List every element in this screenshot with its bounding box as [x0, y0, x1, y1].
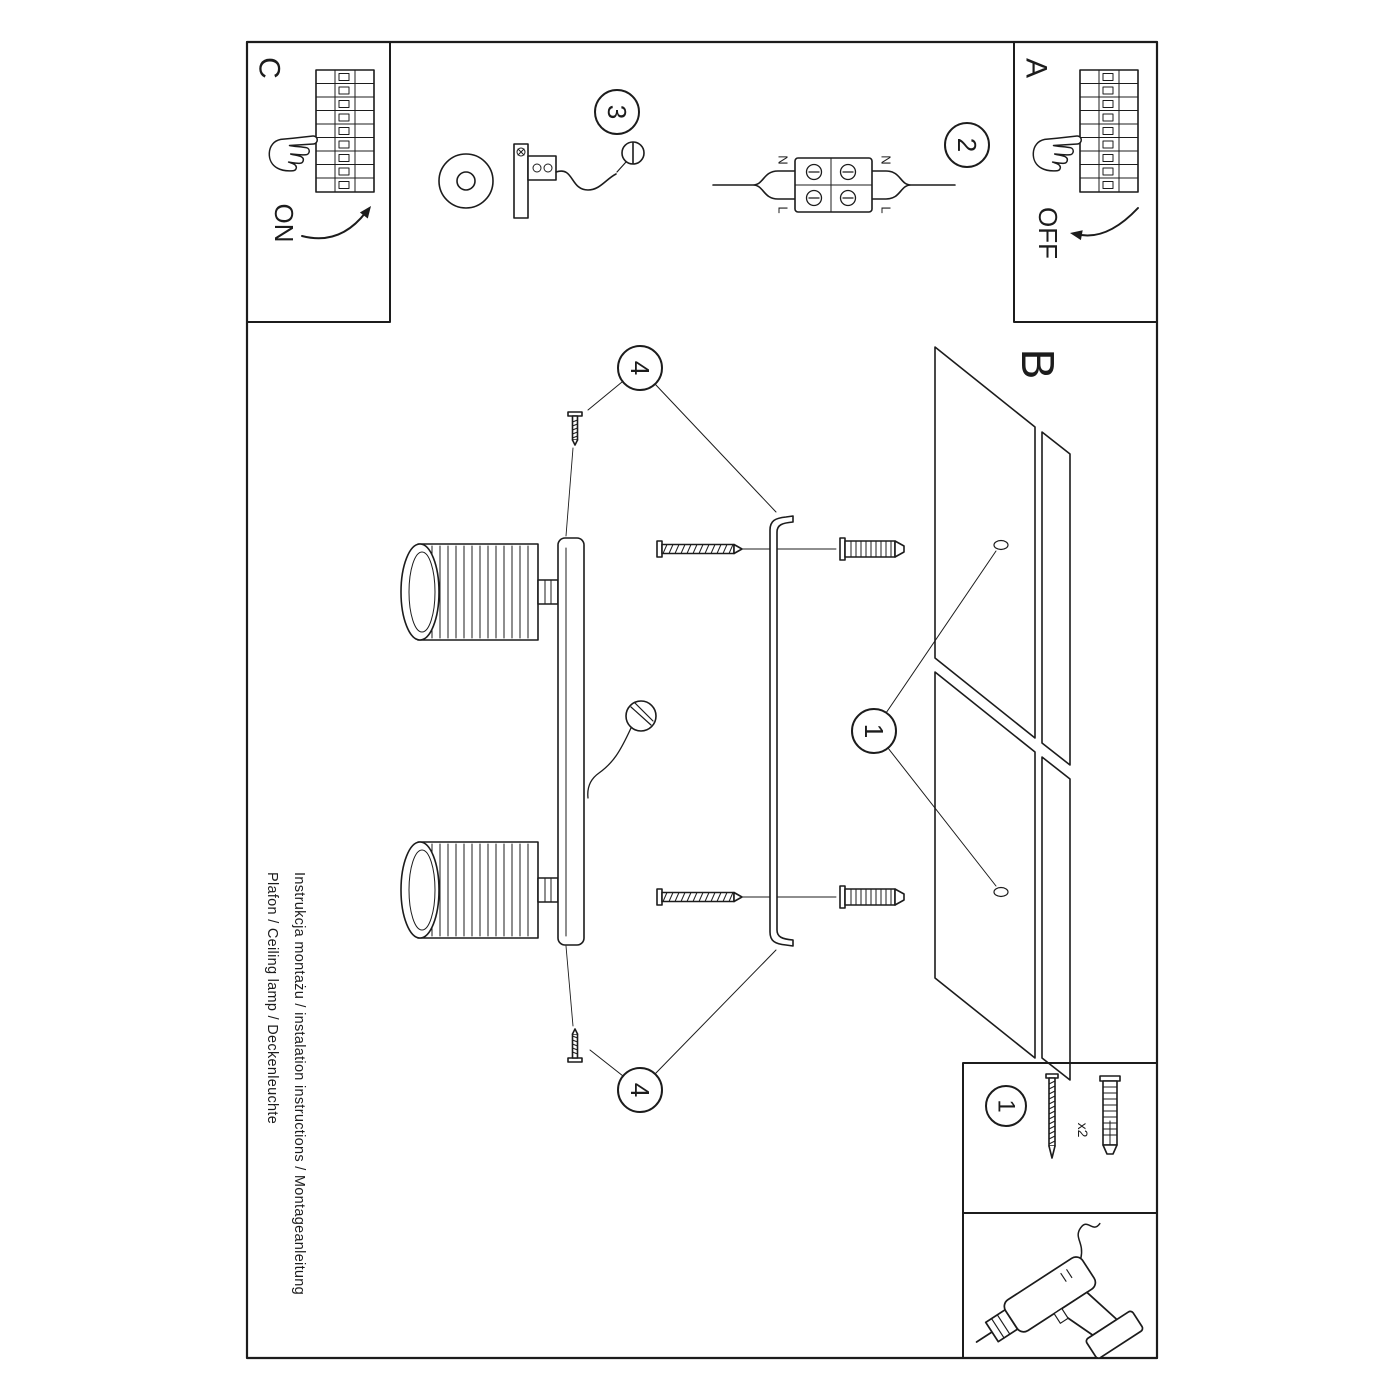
parts-box: 1 x2: [962, 1062, 1158, 1359]
parts-cell: [962, 1062, 1158, 1214]
callout-4-leaders: [587, 381, 777, 1077]
parts-qty-label: x2: [1075, 1123, 1091, 1138]
drill-icon: [975, 1222, 1144, 1359]
mounting-screw-top: [656, 540, 743, 558]
callout-1-parts-number: 1: [993, 1099, 1020, 1112]
callout-4-top-circle: [617, 345, 663, 391]
fixing-screw-top: [567, 411, 583, 446]
wall-plug-top: [839, 537, 905, 561]
callout-1-circle: [851, 708, 897, 754]
screw-axis-lines: [565, 447, 574, 1027]
callout-3-number: 3: [602, 105, 632, 119]
arrow-on-head: [359, 206, 371, 219]
exploded-view: 4 4 1: [400, 345, 1071, 1113]
footer-line-1: Instrukcja montażu / instalation instruc…: [291, 872, 307, 1295]
mounting-plate: [557, 537, 585, 946]
axis-lines: [741, 548, 837, 898]
sheet-border: [245, 40, 1159, 1360]
footer-line-2: Plafon / Ceiling lamp / Deckenleuchte: [264, 872, 280, 1124]
callout-1-parts-circle: [985, 1085, 1027, 1127]
section-c-box: [246, 41, 391, 323]
arrow-on-icon: [301, 211, 367, 240]
lamp-end-view: [438, 143, 617, 219]
section-c-label: C: [253, 57, 286, 79]
lamp-shade-top: [400, 543, 559, 641]
terminal-label-n-left: N: [776, 155, 791, 164]
section-a-label: A: [1020, 58, 1053, 78]
callout-2-number: 2: [952, 138, 982, 152]
section-c: C ON: [246, 41, 391, 323]
callout-4-bottom-number: 4: [625, 1083, 655, 1097]
section-a-box: [1013, 41, 1158, 323]
mounting-screw-bottom: [656, 888, 743, 906]
section-b-label: B: [1012, 349, 1064, 380]
callout-1-number: 1: [859, 724, 889, 738]
parts-screw-icon: [1045, 1073, 1059, 1159]
ceiling-panels: [934, 346, 1071, 1081]
switch-off-label: OFF: [1033, 207, 1063, 259]
callout-1-leaders: [885, 550, 997, 887]
drill-hole-bottom: [993, 886, 1009, 898]
drill-hole-top: [993, 539, 1009, 551]
switch-on-label: ON: [269, 204, 299, 243]
arrow-off-icon: [1075, 207, 1139, 237]
arrow-off-head: [1070, 230, 1083, 241]
callout-4-bottom-circle: [617, 1067, 663, 1113]
callout-3-circle: [594, 89, 640, 135]
fixing-screw-bottom: [567, 1028, 583, 1063]
breaker-panel-icon-a: [1079, 69, 1139, 193]
step-3: 3: [438, 89, 645, 219]
wall-plug-bottom: [839, 885, 905, 909]
terminal-label-l-left: L: [776, 206, 791, 213]
section-a: A OFF: [1013, 41, 1158, 323]
callout-2-circle: [944, 122, 990, 168]
step-2: 2 N L N L: [712, 122, 990, 214]
terminal-label-l-right: L: [879, 206, 894, 213]
mounting-bracket: [769, 515, 794, 947]
terminal-connector: [712, 157, 956, 213]
pointing-hand-icon-a: [1032, 135, 1083, 172]
pointing-hand-icon-c: [268, 135, 319, 172]
terminal-label-n-right: N: [879, 155, 894, 164]
breaker-panel-icon-c: [315, 69, 375, 193]
callout-4-top-number: 4: [625, 361, 655, 375]
tools-cell: [962, 1212, 1158, 1359]
lamp-shade-bottom: [400, 841, 559, 939]
screw-head-icon: [616, 141, 645, 173]
screw-head-icon-plate: [587, 700, 657, 799]
parts-wall-plug-icon: [1099, 1075, 1121, 1155]
